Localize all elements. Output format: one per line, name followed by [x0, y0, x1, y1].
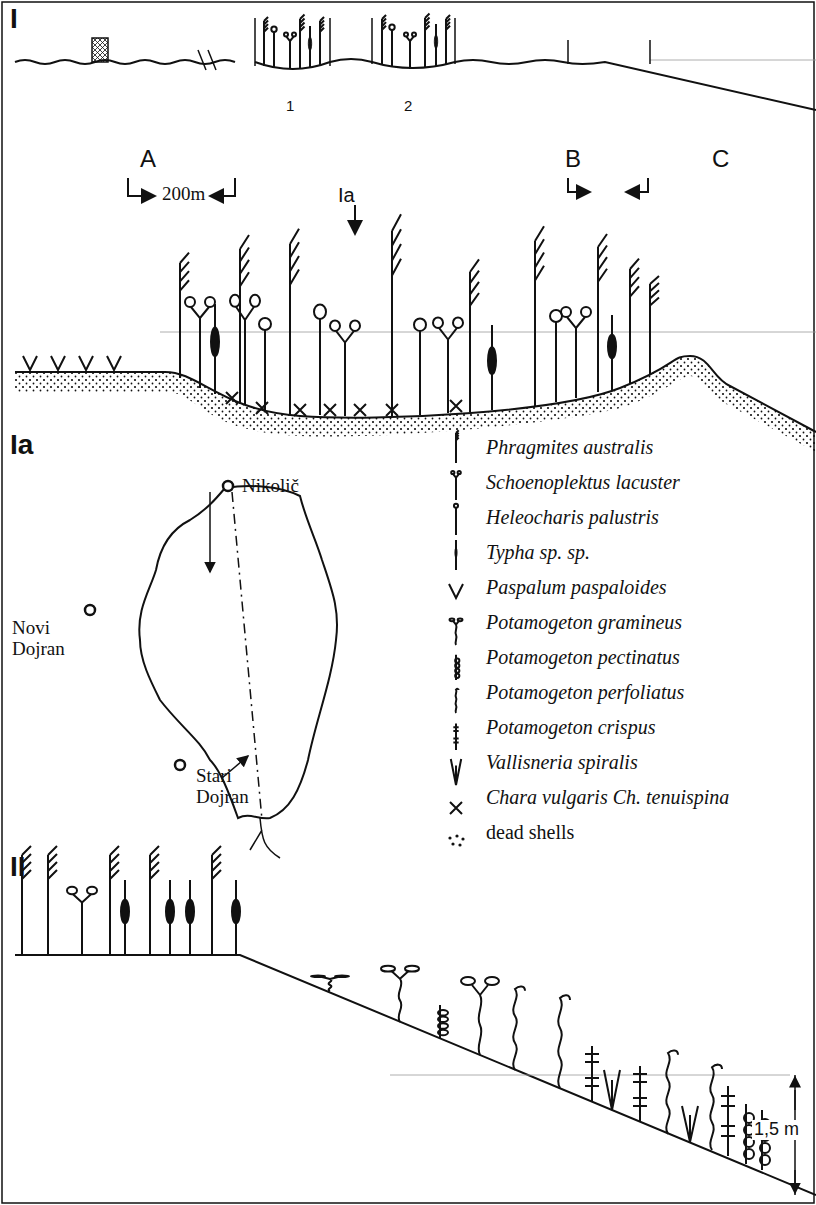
section-numeral: II	[10, 852, 26, 883]
stand-number: 1	[286, 98, 294, 115]
zone-letter: C	[712, 146, 729, 172]
legend-entry: Potamogeton pectinatus	[486, 646, 680, 668]
depth-dimension: 1,5 m	[752, 1120, 801, 1140]
legend-entry: dead shells	[486, 821, 574, 843]
legend-entry: Phragmites australis	[486, 436, 653, 458]
legend-entry: Potamogeton perfoliatus	[486, 681, 684, 703]
legend-entry: Potamogeton crispus	[486, 716, 655, 738]
legend-entry: Vallisneria spiralis	[486, 751, 638, 773]
zone-letter: B	[565, 146, 581, 172]
distance-dimension: 200m	[160, 184, 207, 205]
section-numeral: Ia	[10, 430, 33, 461]
legend-entry: Chara vulgaris Ch. tenuispina	[486, 786, 729, 808]
legend-entry: Heleocharis palustris	[486, 506, 659, 528]
zone-letter: A	[140, 146, 156, 172]
place-name: Stari Dojran	[196, 766, 274, 808]
stand-number: 2	[404, 98, 412, 115]
section-numeral: Ia	[338, 184, 355, 206]
legend-entry: Paspalum paspaloides	[486, 576, 667, 598]
legend-entry: Potamogeton gramineus	[486, 611, 682, 633]
legend-entry: Schoenoplektus lacuster	[486, 471, 680, 493]
legend-entry: Typha sp. sp.	[486, 541, 590, 563]
place-name: Nikolič	[242, 476, 299, 497]
section-numeral: I	[10, 4, 18, 35]
place-name: Novi Dojran	[12, 618, 90, 660]
